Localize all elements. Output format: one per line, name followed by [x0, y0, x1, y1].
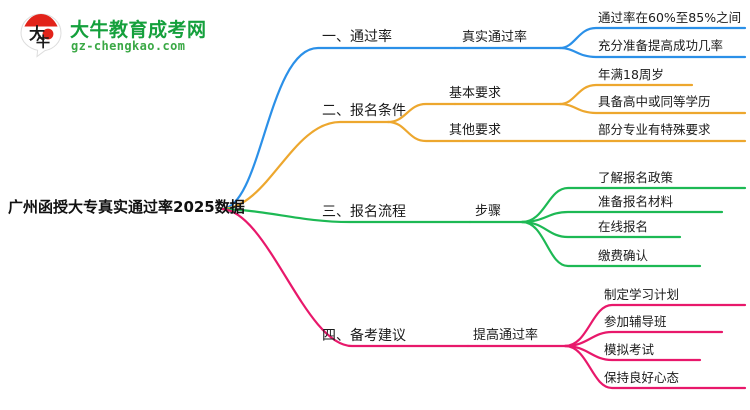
mindmap-root-node[interactable]: 广州函授大专真实通过率2025数据	[8, 198, 245, 216]
connector-branch-1	[220, 26, 747, 211]
node-branch-2-child-2[interactable]: 其他要求	[449, 123, 502, 138]
svg-text:牛: 牛	[36, 34, 50, 51]
site-logo: 大 牛 大牛教育成考网 gz-chengkao.com	[18, 10, 208, 62]
node-branch-3-leaf-1[interactable]: 了解报名政策	[598, 170, 674, 185]
node-branch-4-leaf-2[interactable]: 参加辅导班	[604, 314, 667, 329]
logo-mark-icon: 大 牛	[20, 13, 62, 58]
node-branch-1-child-1[interactable]: 真实通过率	[462, 30, 528, 45]
logo-brand-url: gz-chengkao.com	[71, 39, 186, 53]
connector-branch-2	[220, 83, 747, 211]
node-branch-2[interactable]: 二、报名条件	[322, 103, 406, 119]
node-branch-3-leaf-4[interactable]: 缴费确认	[598, 248, 649, 263]
node-branch-2-leaf-2[interactable]: 具备高中或同等学历	[598, 94, 711, 109]
node-branch-1[interactable]: 一、通过率	[322, 29, 392, 45]
node-branch-1-leaf-1[interactable]: 通过率在60%至85%之间	[598, 10, 742, 25]
node-branch-4-leaf-4[interactable]: 保持良好心态	[604, 370, 680, 385]
node-branch-2-leaf-3[interactable]: 部分专业有特殊要求	[598, 122, 711, 137]
node-branch-4-child-1[interactable]: 提高通过率	[473, 328, 539, 343]
node-branch-3-leaf-2[interactable]: 准备报名材料	[598, 194, 674, 209]
svg-text:大: 大	[29, 24, 45, 43]
node-branch-1-leaf-2[interactable]: 充分准备提高成功几率	[598, 38, 724, 53]
node-branch-4[interactable]: 四、备考建议	[322, 328, 406, 344]
node-branch-3[interactable]: 三、报名流程	[322, 204, 406, 220]
node-branch-4-leaf-1[interactable]: 制定学习计划	[604, 287, 680, 302]
logo-brand-name: 大牛教育成考网	[70, 19, 207, 41]
connector-branch-4	[220, 207, 747, 390]
node-branch-4-leaf-3[interactable]: 模拟考试	[604, 342, 655, 357]
node-branch-2-leaf-1[interactable]: 年满18周岁	[598, 67, 664, 82]
connector-branch-3	[220, 186, 747, 268]
node-branch-2-child-1[interactable]: 基本要求	[449, 86, 502, 101]
node-branch-3-child-1[interactable]: 步骤	[475, 204, 502, 219]
node-branch-3-leaf-3[interactable]: 在线报名	[598, 219, 649, 234]
